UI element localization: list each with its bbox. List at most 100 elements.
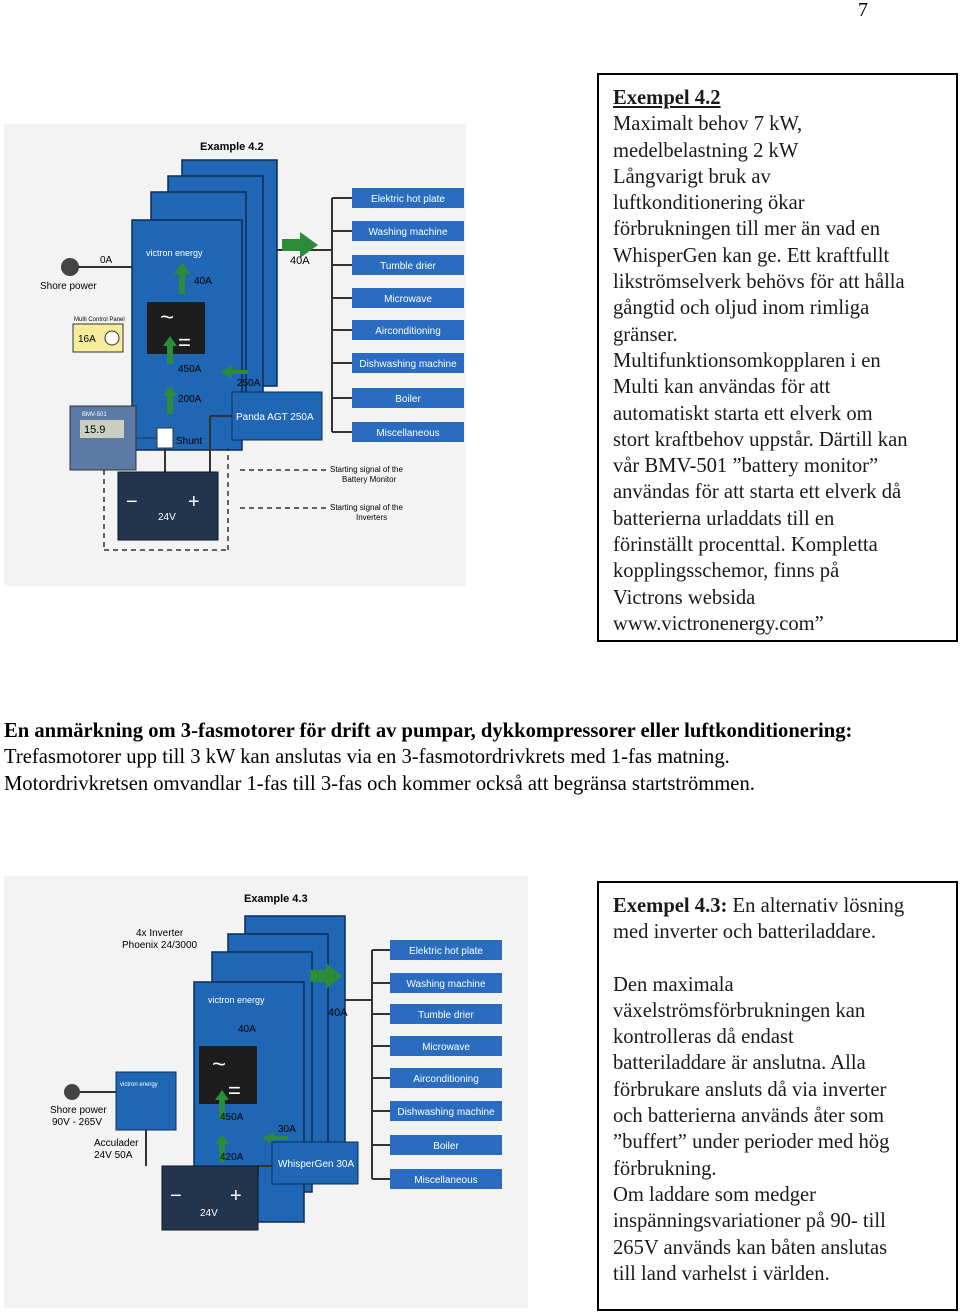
note-line: Motordrivkretsen omvandlar 1-fas till 3-…: [4, 772, 755, 795]
svg-text:−: −: [170, 1185, 182, 1207]
example-line: medelbelastning 2 kW: [613, 139, 799, 162]
svg-text:30A: 30A: [278, 1124, 296, 1135]
example-line: Multifunktionsomkopplaren i en: [613, 349, 881, 372]
example-heading-rest: En alternativ lösning: [727, 895, 905, 917]
svg-text:Phoenix 24/3000: Phoenix 24/3000: [122, 940, 198, 951]
load-label: Dishwashing machine: [397, 1107, 495, 1118]
svg-text:200A: 200A: [178, 394, 202, 405]
example-line: likströmselverk behövs för att hålla: [613, 271, 905, 294]
example-heading: Exempel 4.2: [613, 87, 721, 109]
shore-socket-icon: [64, 1084, 80, 1100]
svg-text:250A: 250A: [237, 378, 261, 389]
diagram-example-4-2: Example 4.2 victron energy ~ = Elektric …: [4, 124, 466, 586]
example-line: WhisperGen kan ge. Ett kraftfullt: [613, 244, 890, 267]
load-list: Elektric hot plate Washing machine Tumbl…: [352, 188, 464, 442]
example-line: förbrukning.: [613, 1157, 717, 1180]
svg-text:+: +: [188, 491, 200, 513]
example-line: och batterierna används åter som: [613, 1105, 885, 1128]
example-line: 265V används kan båten anslutas: [613, 1236, 888, 1259]
example-line: Om laddare som medger: [613, 1183, 817, 1206]
svg-text:Multi Control Panel: Multi Control Panel: [74, 317, 125, 323]
example-line: automatiskt starta ett elverk om: [613, 402, 873, 425]
load-label: Boiler: [395, 394, 421, 405]
page-number: 7: [858, 0, 868, 21]
svg-text:~: ~: [160, 304, 174, 331]
svg-text:Shunt: Shunt: [176, 436, 202, 447]
brand-label: victron energy: [208, 995, 265, 1005]
load-label: Elektric hot plate: [409, 946, 483, 957]
example-line: kopplingsschemor, finns på: [613, 560, 840, 583]
svg-text:90V - 265V: 90V - 265V: [52, 1117, 102, 1128]
example-line: till land varhelst i världen.: [613, 1262, 830, 1285]
svg-text:Panda AGT 250A: Panda AGT 250A: [236, 412, 314, 423]
example-line: www.victronenergy.com”: [613, 612, 824, 635]
svg-text:Shore power: Shore power: [40, 281, 97, 292]
example-line: luftkonditionering ökar: [613, 192, 805, 215]
svg-text:24V: 24V: [200, 1208, 218, 1219]
svg-text:WhisperGen 30A: WhisperGen 30A: [278, 1159, 354, 1170]
load-label: Miscellaneous: [414, 1175, 477, 1186]
svg-text:15.9: 15.9: [84, 424, 105, 436]
load-label: Tumble drier: [380, 261, 436, 272]
example-line: Långvarigt bruk av: [613, 165, 771, 188]
svg-text:4x Inverter: 4x Inverter: [136, 928, 184, 939]
inverter-stack: victron energy ~ =: [131, 159, 278, 451]
output-arrow: [310, 963, 342, 989]
svg-text:16A: 16A: [78, 334, 96, 345]
note-heading: En anmärkning om 3-fasmotorer för drift …: [4, 720, 853, 742]
svg-text:+: +: [230, 1185, 242, 1207]
example-line: kontrolleras då endast: [613, 1026, 794, 1049]
example-heading-line: Exempel 4.3: En alternativ lösning: [613, 893, 946, 919]
example-line: inspänningsvariationer på 90- till: [613, 1210, 886, 1233]
svg-text:=: =: [228, 1078, 241, 1103]
svg-text:420A: 420A: [220, 1152, 244, 1163]
output-arrow: [282, 232, 318, 258]
diagram-title: Example 4.3: [244, 893, 308, 905]
svg-text:450A: 450A: [178, 364, 202, 375]
svg-text:=: =: [178, 330, 191, 355]
brand-label: victron energy: [146, 248, 203, 258]
diagram-title: Example 4.2: [200, 141, 264, 153]
svg-text:40A: 40A: [290, 255, 310, 267]
example-line: användas för att starta ett elverk då: [613, 481, 902, 504]
svg-text:Shore power: Shore power: [50, 1105, 107, 1116]
load-label: Airconditioning: [413, 1074, 479, 1085]
svg-text:24V: 24V: [158, 512, 176, 523]
example-line: gränser.: [613, 323, 678, 346]
load-label: Dishwashing machine: [359, 359, 457, 370]
example-line: Victrons websida: [613, 586, 756, 609]
example-line: Multi kan användas för att: [613, 376, 831, 399]
example-line: med inverter och batteriladdare.: [613, 921, 877, 944]
load-list: Elektric hot plate Washing machine Tumbl…: [390, 940, 502, 1189]
example-line: växelströmsförbrukningen kan: [613, 999, 866, 1022]
example-line: stort kraftbehov uppstår. Därtill kan: [613, 428, 908, 451]
example-line: Den maximala: [613, 973, 734, 996]
svg-text:24V 50A: 24V 50A: [94, 1150, 133, 1161]
svg-text:40A: 40A: [238, 1024, 256, 1035]
svg-text:40A: 40A: [328, 1007, 348, 1019]
load-label: Miscellaneous: [376, 428, 439, 439]
load-label: Microwave: [422, 1042, 470, 1053]
load-label: Microwave: [384, 294, 432, 305]
note-line: Trefasmotorer upp till 3 kW kan anslutas…: [4, 746, 730, 769]
svg-text:Starting signal of the: Starting signal of the: [330, 465, 403, 474]
svg-text:~: ~: [212, 1051, 226, 1078]
example-line: gångtid och oljud inom rimliga: [613, 297, 870, 320]
example-4-3-box: Exempel 4.3: En alternativ lösning med i…: [597, 881, 958, 1311]
example-line: vår BMV-501 ”battery monitor”: [613, 455, 879, 478]
example-line: batteriladdare är anslutna. Alla: [613, 1052, 866, 1075]
svg-text:Battery Monitor: Battery Monitor: [342, 475, 397, 484]
example-line: förinställt procenttal. Kompletta: [613, 534, 878, 557]
example-heading: Exempel 4.3:: [613, 895, 728, 917]
svg-text:40A: 40A: [194, 276, 212, 287]
load-label: Washing machine: [368, 227, 448, 238]
svg-text:0A: 0A: [100, 255, 113, 266]
load-label: Washing machine: [406, 979, 486, 990]
three-phase-note: En anmärkning om 3-fasmotorer för drift …: [4, 718, 959, 797]
example-line: förbrukningen till mer än vad en: [613, 218, 881, 241]
example-line: förbrukare ansluts då via inverter: [613, 1078, 887, 1101]
diagram-example-4-3: Example 4.3 4x Inverter Phoenix 24/3000 …: [4, 876, 528, 1308]
load-label: Elektric hot plate: [371, 194, 445, 205]
load-label: Boiler: [433, 1141, 459, 1152]
shore-socket-icon: [61, 258, 79, 276]
